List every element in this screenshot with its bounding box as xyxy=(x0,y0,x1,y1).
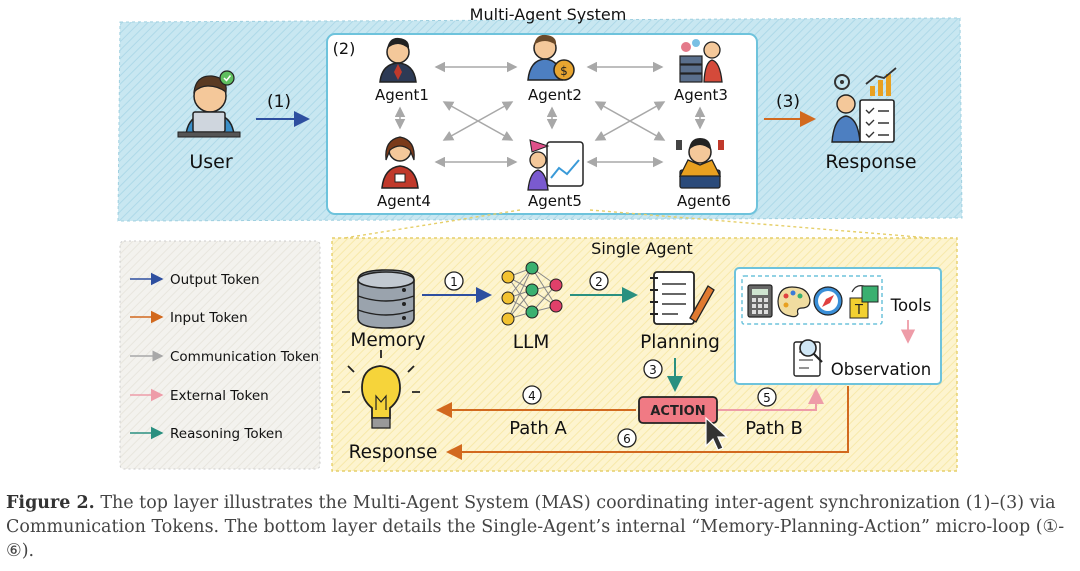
lightbulb-icon xyxy=(342,350,420,429)
memory-label: Memory xyxy=(350,330,425,351)
agent1-icon xyxy=(379,37,417,83)
step-circle-4: 4 xyxy=(522,385,542,405)
planning-label: Planning xyxy=(640,332,720,353)
single-agent-title: Single Agent xyxy=(591,239,693,258)
legend-input-label: Input Token xyxy=(170,310,248,326)
tools-label: Tools xyxy=(890,296,932,315)
svg-text:$: $ xyxy=(560,64,568,78)
agent4-label: Agent4 xyxy=(377,192,431,210)
step-circle-1: 1 xyxy=(444,271,464,291)
memory-icon xyxy=(357,269,415,329)
step-3-label: (3) xyxy=(776,92,800,112)
legend-box xyxy=(119,240,321,470)
step-circle-3: 3 xyxy=(643,359,663,379)
observation-to-response-arrow xyxy=(446,386,849,460)
observation-label: Observation xyxy=(831,360,931,379)
caption-text: The top layer illustrates the Multi-Agen… xyxy=(6,493,1065,561)
legend-input-token: Input Token xyxy=(130,310,248,326)
legend-communication-token: Communication Token xyxy=(130,349,319,365)
zoom-line-right xyxy=(589,209,956,241)
step-circle-6: 6 xyxy=(617,428,637,448)
legend-output-token: Output Token xyxy=(130,272,260,288)
palette-icon xyxy=(777,286,811,318)
agent3-label: Agent3 xyxy=(674,86,728,104)
figure-caption: Figure 2. The top layer illustrates the … xyxy=(6,491,1076,563)
figure-number: Figure 2. xyxy=(6,493,95,513)
legend-reasoning-token: Reasoning Token xyxy=(130,426,283,442)
step-circle-2: 2 xyxy=(589,271,609,291)
svg-text:5: 5 xyxy=(763,391,771,405)
agent4-icon xyxy=(381,136,419,189)
agent2-label: Agent2 xyxy=(528,86,582,104)
calculator-icon xyxy=(747,284,773,318)
agent5-icon xyxy=(527,139,584,191)
svg-text:3: 3 xyxy=(649,363,657,377)
step-1-label: (1) xyxy=(267,92,291,112)
agent6-label: Agent6 xyxy=(677,192,731,210)
compass-icon xyxy=(813,286,843,316)
legend-communication-label: Communication Token xyxy=(170,349,319,365)
user-label: User xyxy=(189,151,232,173)
communication-arrows xyxy=(394,61,706,168)
agent6-icon xyxy=(676,138,724,189)
legend-external-token: External Token xyxy=(130,388,269,404)
observation-icon xyxy=(793,339,823,377)
agent3-icon xyxy=(679,39,723,83)
svg-text:T: T xyxy=(854,303,863,318)
legend-reasoning-label: Reasoning Token xyxy=(170,426,283,442)
svg-text:4: 4 xyxy=(528,389,536,403)
path-b-arrow xyxy=(718,388,824,411)
mas-title: Multi-Agent System xyxy=(470,5,627,24)
legend-external-label: External Token xyxy=(170,388,269,404)
user-icon xyxy=(177,70,241,138)
svg-text:2: 2 xyxy=(595,275,603,289)
zoom-line-left xyxy=(331,209,521,241)
mas-box xyxy=(326,33,758,215)
step-circle-5: 5 xyxy=(757,387,777,407)
llm-label: LLM xyxy=(513,332,550,353)
llm-icon xyxy=(501,261,563,326)
path-a-label: Path A xyxy=(509,418,567,439)
cursor-icon xyxy=(705,416,729,451)
agent1-label: Agent1 xyxy=(375,86,429,104)
svg-text:1: 1 xyxy=(450,275,458,289)
agent2-icon: $ xyxy=(527,34,575,81)
legend-output-label: Output Token xyxy=(170,272,260,288)
translate-icon: T xyxy=(849,285,879,319)
tools-inner-box xyxy=(741,275,883,325)
agent5-label: Agent5 xyxy=(528,192,582,210)
response-top-label: Response xyxy=(825,151,916,173)
svg-text:6: 6 xyxy=(623,432,631,446)
response-bottom-label: Response xyxy=(349,442,438,463)
step-2-label: (2) xyxy=(333,39,356,58)
action-box xyxy=(638,396,718,424)
planning-icon xyxy=(650,271,715,325)
response-top-icon xyxy=(831,67,897,143)
action-label: ACTION xyxy=(650,404,705,419)
path-b-label: Path B xyxy=(745,418,803,439)
diagram-canvas: Multi-Agent System User (1) (2) xyxy=(117,5,963,472)
